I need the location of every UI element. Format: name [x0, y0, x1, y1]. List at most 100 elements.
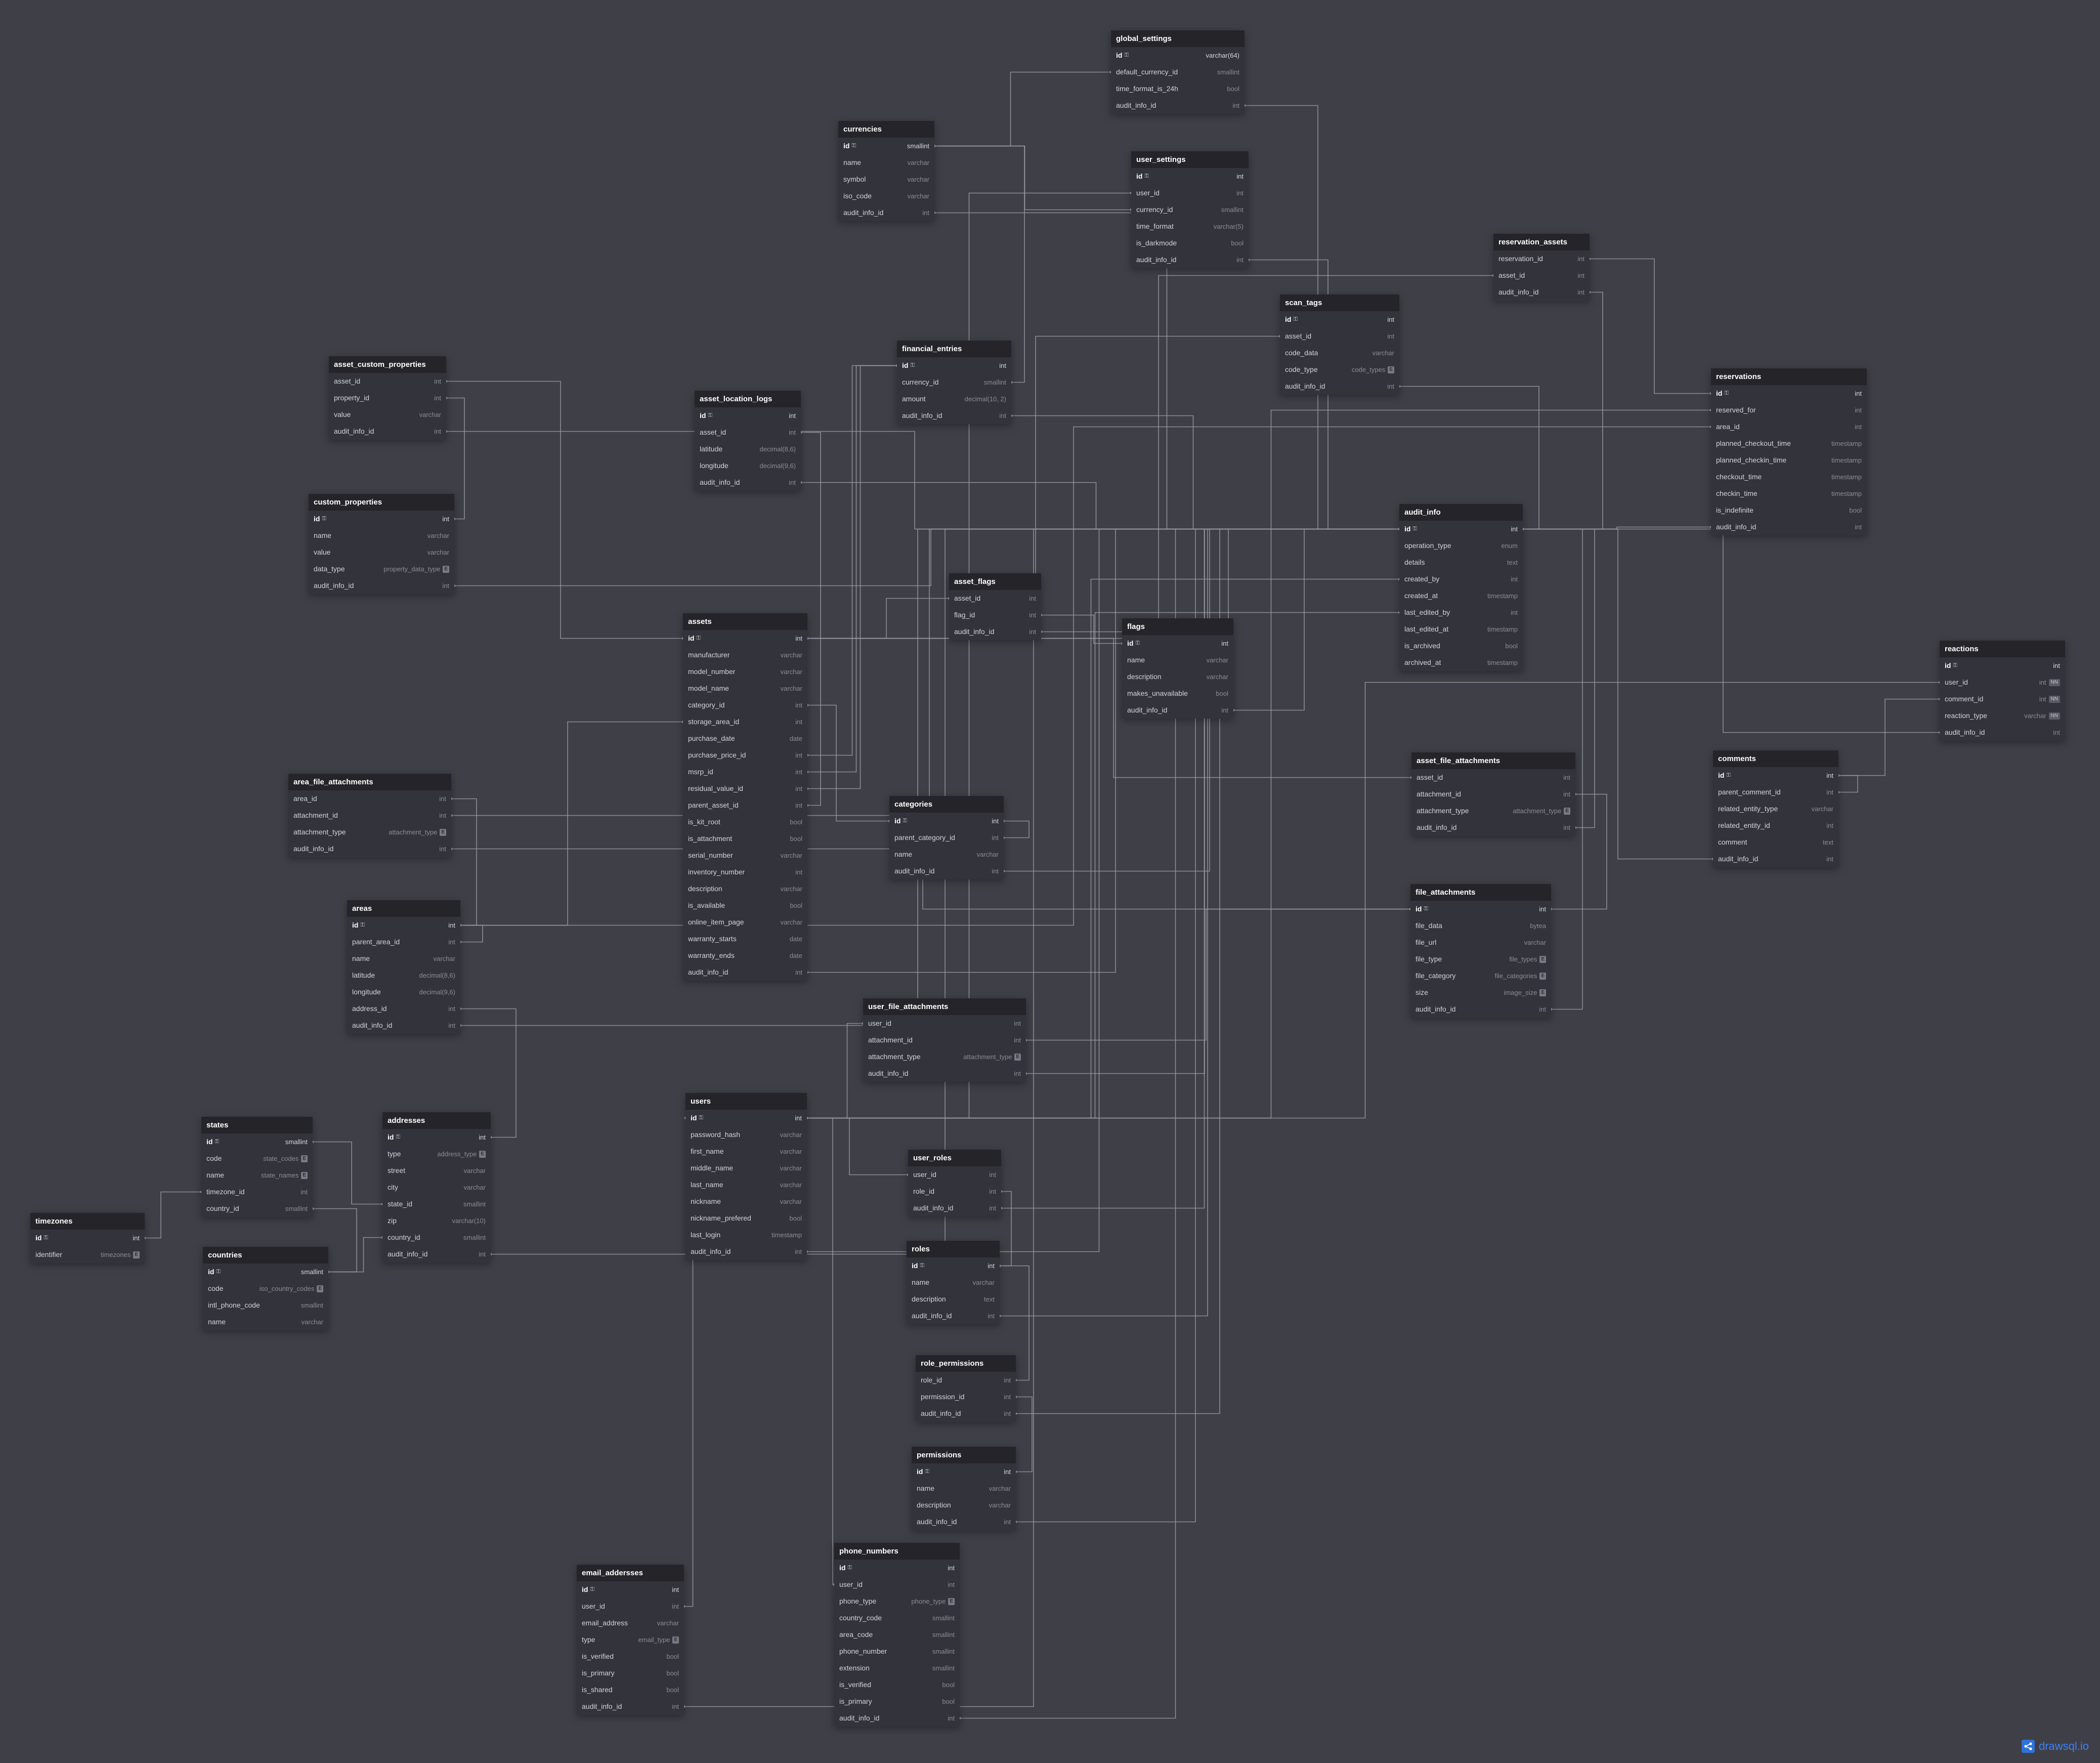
- relation-line[interactable]: [1233, 528, 1399, 711]
- relation-line[interactable]: [328, 1237, 382, 1273]
- table-title[interactable]: reservation_assets: [1493, 234, 1590, 250]
- relation-line[interactable]: [446, 397, 465, 520]
- table-title[interactable]: user_roles: [908, 1150, 1001, 1166]
- table-title[interactable]: categories: [889, 796, 1004, 813]
- column-row[interactable]: id⚿int: [347, 917, 460, 934]
- relation-line[interactable]: [807, 365, 897, 789]
- table-title[interactable]: states: [201, 1117, 313, 1134]
- relation-line[interactable]: [1041, 614, 1122, 644]
- relation-line[interactable]: [1590, 258, 1711, 394]
- table-title[interactable]: email_addersses: [577, 1565, 684, 1581]
- column-row[interactable]: id⚿smallint: [203, 1264, 328, 1280]
- relation-line[interactable]: [145, 1191, 201, 1239]
- relation-line[interactable]: [1838, 698, 1940, 776]
- column-row[interactable]: id⚿int: [577, 1581, 684, 1598]
- relation-line[interactable]: [313, 1141, 382, 1205]
- column-row[interactable]: id⚿int: [1399, 521, 1523, 537]
- relation-line[interactable]: [801, 432, 821, 639]
- relation-line[interactable]: [1523, 528, 1583, 1010]
- table-title[interactable]: users: [685, 1093, 807, 1110]
- relation-line[interactable]: [807, 612, 1399, 1119]
- table-title[interactable]: assets: [683, 613, 807, 630]
- table-title[interactable]: reservations: [1711, 368, 1867, 385]
- column-row[interactable]: id⚿int: [309, 511, 454, 527]
- table-title[interactable]: global_settings: [1111, 30, 1245, 47]
- relation-line[interactable]: [1004, 820, 1030, 838]
- table-title[interactable]: asset_location_logs: [695, 391, 801, 407]
- column-row[interactable]: id⚿int: [897, 357, 1011, 374]
